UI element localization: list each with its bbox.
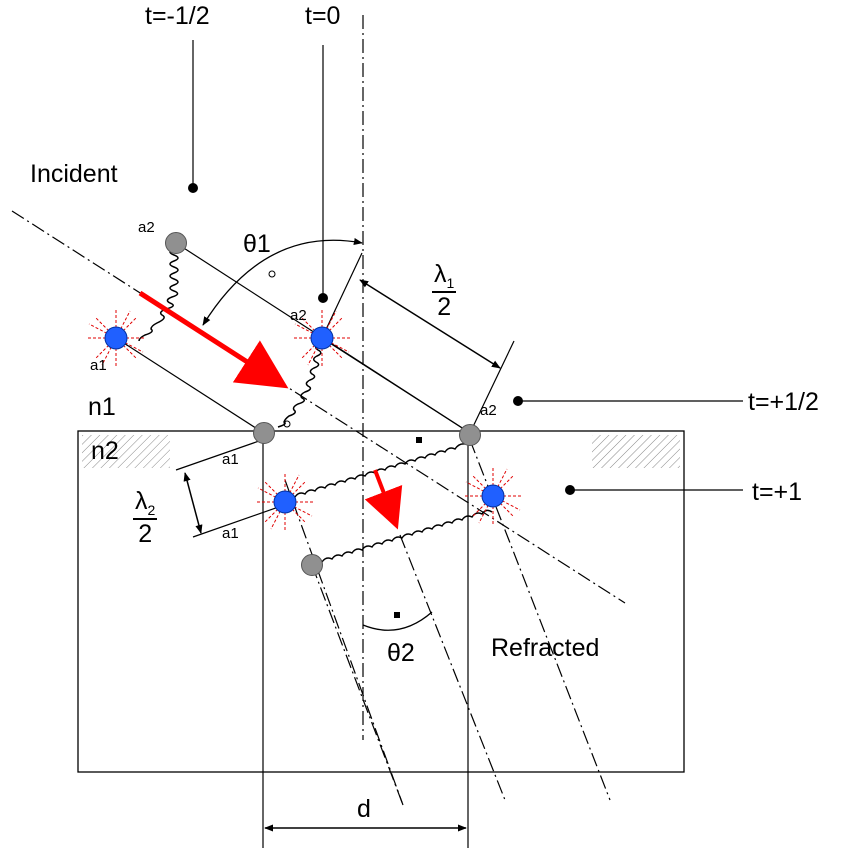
atom-excited-1 bbox=[104, 326, 128, 350]
theta2-angle-mark bbox=[394, 612, 400, 618]
t-zero-dot bbox=[318, 293, 328, 303]
incident-ray-line bbox=[11, 210, 626, 604]
label-incident: Incident bbox=[30, 160, 118, 188]
label-lambda2-half: λ2 2 bbox=[133, 487, 158, 548]
theta1-angle-dot bbox=[268, 270, 276, 278]
hatch-left bbox=[82, 435, 170, 468]
label-a2-2: a2 bbox=[290, 307, 307, 324]
wave-line-bottom bbox=[115, 337, 263, 433]
label-n1: n1 bbox=[88, 393, 116, 421]
t-plus-half-dot bbox=[513, 396, 523, 406]
wave-line-mid bbox=[321, 337, 471, 434]
theta2-arc bbox=[362, 611, 433, 631]
atom-ground-1 bbox=[165, 232, 187, 254]
t-plus-one-dot bbox=[565, 485, 575, 495]
label-a1-2: a1 bbox=[222, 451, 239, 468]
hatch-right bbox=[592, 435, 680, 468]
incident-direction-arrow bbox=[138, 290, 289, 389]
label-t-zero: t=0 bbox=[305, 2, 341, 30]
refracted-ray-line-2 bbox=[311, 564, 404, 806]
label-t-plus-one: t=+1 bbox=[752, 478, 803, 506]
refr-wave-line-top bbox=[175, 439, 263, 471]
label-n2: n2 bbox=[91, 437, 119, 465]
refracted-wavy-2 bbox=[311, 509, 493, 566]
incident-wavy-2 bbox=[277, 337, 325, 428]
wavefront-tick-right bbox=[469, 340, 515, 434]
theta1-arc bbox=[202, 237, 363, 326]
label-refracted: Refracted bbox=[491, 634, 600, 662]
label-lambda1-half: λ1 2 bbox=[432, 260, 457, 321]
label-theta2: θ2 bbox=[387, 639, 415, 667]
t-minus-half-dot bbox=[188, 183, 198, 193]
refracted-ray-line-4 bbox=[469, 439, 611, 801]
label-theta1: θ1 bbox=[243, 230, 271, 258]
wavefront-tick-top bbox=[321, 252, 363, 339]
refracted-ray-line-1 bbox=[284, 479, 404, 806]
refr-wave-line-bottom bbox=[192, 502, 291, 538]
label-a2-3: a2 bbox=[480, 402, 497, 419]
atom-ground-4 bbox=[301, 554, 323, 576]
lambda2-dimension-arrow bbox=[183, 472, 203, 534]
label-t-plus-half: t=+1/2 bbox=[748, 388, 819, 416]
label-a2-1: a2 bbox=[138, 219, 155, 236]
atom-excited-2 bbox=[310, 326, 334, 350]
label-d: d bbox=[357, 795, 371, 823]
label-a1-1: a1 bbox=[90, 357, 107, 374]
label-t-minus-half: t=-1/2 bbox=[145, 2, 210, 30]
medium-n2-block bbox=[77, 430, 685, 773]
label-a1-3: a1 bbox=[222, 525, 239, 542]
atom-ground-2 bbox=[253, 422, 275, 444]
lambda1-dimension-arrow bbox=[359, 279, 501, 369]
atom-excited-4 bbox=[481, 484, 505, 508]
atom-excited-3 bbox=[273, 490, 297, 514]
incident-wavy-1 bbox=[138, 242, 180, 342]
right-angle-mark-1 bbox=[416, 437, 422, 443]
refracted-direction-arrow bbox=[364, 469, 403, 530]
atom-ground-3 bbox=[459, 424, 481, 446]
refracted-ray-line-3 bbox=[399, 534, 506, 801]
